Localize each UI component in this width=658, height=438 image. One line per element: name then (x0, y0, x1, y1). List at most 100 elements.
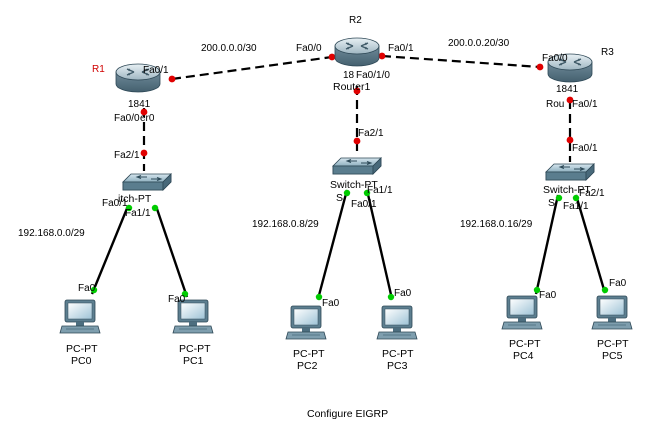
wan-links (171, 54, 541, 81)
pc-icon (285, 305, 327, 340)
pc-1[interactable]: PC-PT PC1 (172, 299, 214, 367)
network-address: 192.168.0.8/29 (252, 219, 319, 230)
switch-sw1[interactable] (332, 157, 382, 175)
status-dot-up (315, 293, 323, 301)
port-label: Fa0/1 (572, 143, 598, 154)
status-dot-down (140, 149, 148, 157)
pc-name: PC4 (513, 350, 534, 362)
status-dot-up (572, 194, 580, 202)
switch-sw2-model-fragment: Switch-PT (543, 184, 591, 196)
status-dot-up (181, 290, 189, 298)
router-model: 1841 (128, 99, 151, 110)
wan-link-r2-r3[interactable] (381, 54, 541, 69)
status-dot-down (168, 75, 176, 83)
status-dot-down (140, 108, 148, 116)
pc-2[interactable]: PC-PT PC2 (285, 305, 327, 372)
network-address: 200.0.0.0/30 (201, 43, 257, 54)
status-dot-up (363, 189, 371, 197)
switch-sw1-name-fragment: S (336, 192, 343, 204)
pc-name: PC5 (602, 350, 623, 362)
pc-port-label: Fa0 (78, 283, 96, 294)
link-sw1-pc3[interactable] (365, 189, 394, 300)
port-label: Fa0/0 (296, 43, 322, 54)
pc-model: PC-PT (382, 348, 414, 360)
status-dot-up (151, 204, 159, 212)
pc-port-label: Fa0 (168, 294, 186, 305)
pc-name: PC1 (183, 355, 204, 367)
network-address: 192.168.0.16/29 (460, 219, 533, 230)
pc-icon (59, 299, 101, 334)
pc-name: PC3 (387, 360, 408, 372)
link-sw1-pc2[interactable] (316, 189, 349, 300)
switch-sw1-model-fragment: Switch-PT (330, 179, 378, 191)
router-r3-model-fragment: 1841 (556, 84, 579, 95)
router-r3-lan-port: Fa0/1 (572, 99, 598, 110)
pc-0[interactable]: PC-PT PC0 (59, 299, 101, 367)
diagram-caption: Configure EIGRP (307, 408, 388, 420)
router-r2-lan-port: Fa0/1/0 (356, 70, 390, 81)
status-dot-down (328, 53, 336, 61)
link-sw2-pc4[interactable] (534, 194, 560, 295)
pc-port-label: Fa0 (609, 278, 627, 289)
status-dot-down (566, 136, 574, 144)
pc-3[interactable]: PC-PT PC3 (376, 305, 418, 372)
port-label: Fa2/1 (358, 128, 384, 139)
router-tag-r3: R3 (601, 47, 614, 58)
switch-icon (332, 157, 382, 175)
link-sw0-pc1[interactable] (154, 205, 189, 298)
router-tag-r2: R2 (349, 15, 362, 26)
port-label: Fa0/0 (542, 53, 568, 64)
pc-model: PC-PT (597, 338, 629, 350)
port-label: Fa0/1 (143, 65, 169, 76)
pc-name: PC2 (297, 360, 318, 372)
link-status-dots (90, 52, 609, 301)
pc-port-label: Fa0 (394, 288, 412, 299)
router-r1[interactable]: 1841 (115, 63, 161, 110)
router-name: Router1 (333, 81, 371, 93)
router-r3-name-fragment: Rou (546, 99, 564, 110)
status-dot-down (536, 63, 544, 71)
pc-icon (501, 295, 543, 330)
pc-model: PC-PT (66, 343, 98, 355)
router-tag-r1: R1 (92, 64, 105, 75)
status-dot-up (387, 293, 395, 301)
switch-pc-links (90, 189, 607, 300)
wan-link-r1-r2[interactable] (171, 55, 333, 81)
pc-model: PC-PT (509, 338, 541, 350)
link-sw0-pc0[interactable] (90, 205, 130, 295)
switch-icon (545, 163, 595, 181)
port-label: Fa1/1 (367, 185, 393, 196)
pc-model: PC-PT (179, 343, 211, 355)
network-address: 192.168.0.0/29 (18, 228, 85, 239)
status-dot-down (378, 52, 386, 60)
port-label: Fa2/1 (114, 150, 140, 161)
pc-port-label: Fa0 (322, 298, 340, 309)
router-r1-port-name-overlap: Fa0/0 (114, 113, 140, 124)
port-label: Fa0/1 (351, 199, 377, 210)
pc-icon (591, 295, 633, 330)
network-address: 200.0.0.20/30 (448, 38, 510, 49)
port-label: Fa1/1 (125, 208, 151, 219)
switch-icon (122, 173, 172, 191)
status-dot-down (353, 87, 361, 95)
pc-port-label: Fa0 (539, 290, 557, 301)
switch-sw2[interactable] (545, 163, 595, 181)
status-dot-up (125, 204, 133, 212)
switch-sw2-name-fragment: S (548, 197, 555, 209)
port-label: Fa0/1 (102, 198, 128, 209)
pc-5[interactable]: PC-PT PC5 (591, 295, 633, 362)
switch-sw0[interactable] (122, 173, 172, 191)
port-label: Fa1/1 (563, 201, 589, 212)
pc-icon (376, 305, 418, 340)
status-dot-up (555, 194, 563, 202)
pc-name: PC0 (71, 355, 92, 367)
status-dot-up (90, 286, 98, 294)
router-r2[interactable]: Router1 (333, 37, 380, 93)
link-sw2-pc5[interactable] (574, 194, 607, 294)
port-label: Fa0/1 (388, 43, 414, 54)
pc-4[interactable]: PC-PT PC4 (501, 295, 543, 362)
status-dot-down (353, 137, 361, 145)
pc-model: PC-PT (293, 348, 325, 360)
router-icon (334, 37, 380, 67)
